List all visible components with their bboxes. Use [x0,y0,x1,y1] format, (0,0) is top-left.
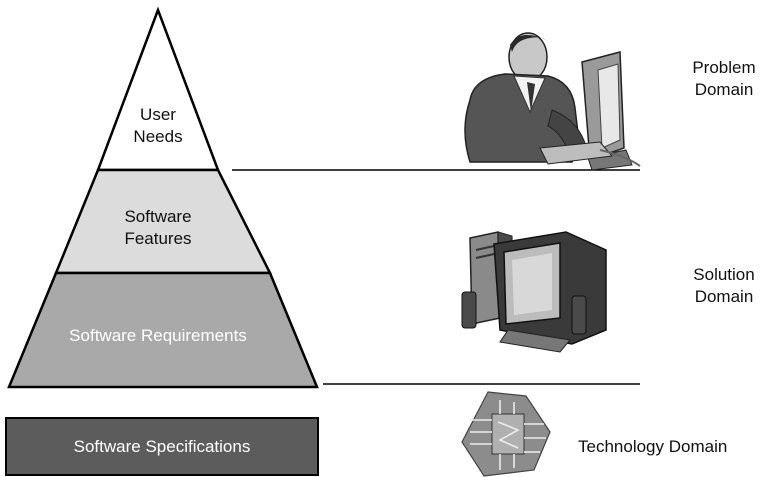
software-features-label: Software Features [93,206,223,250]
software-features-line2: Features [124,229,192,248]
solution-domain-label: Solution Domain [684,264,764,308]
solution-domain-line1: Solution [693,265,755,284]
technology-domain-label: Technology Domain [578,437,728,456]
circuit-chip-icon [461,391,551,477]
user-needs-line2: Needs [133,127,183,146]
software-specifications-label: Software Specifications [73,437,251,456]
user-needs-line1: User [140,105,176,124]
problem-domain-line1: Problem [692,58,756,77]
software-requirements-label: Software Requirements [69,326,247,345]
tier-software-requirements [7,271,319,389]
person-at-computer-icon [464,32,641,171]
desktop-computer-icon [461,231,607,353]
user-needs-label: User Needs [108,104,208,148]
software-specifications-block [5,417,319,476]
solution-domain-line2: Domain [694,287,754,306]
problem-domain-line2: Domain [694,80,754,99]
problem-domain-label: Problem Domain [684,57,764,101]
software-features-line1: Software [124,207,192,226]
